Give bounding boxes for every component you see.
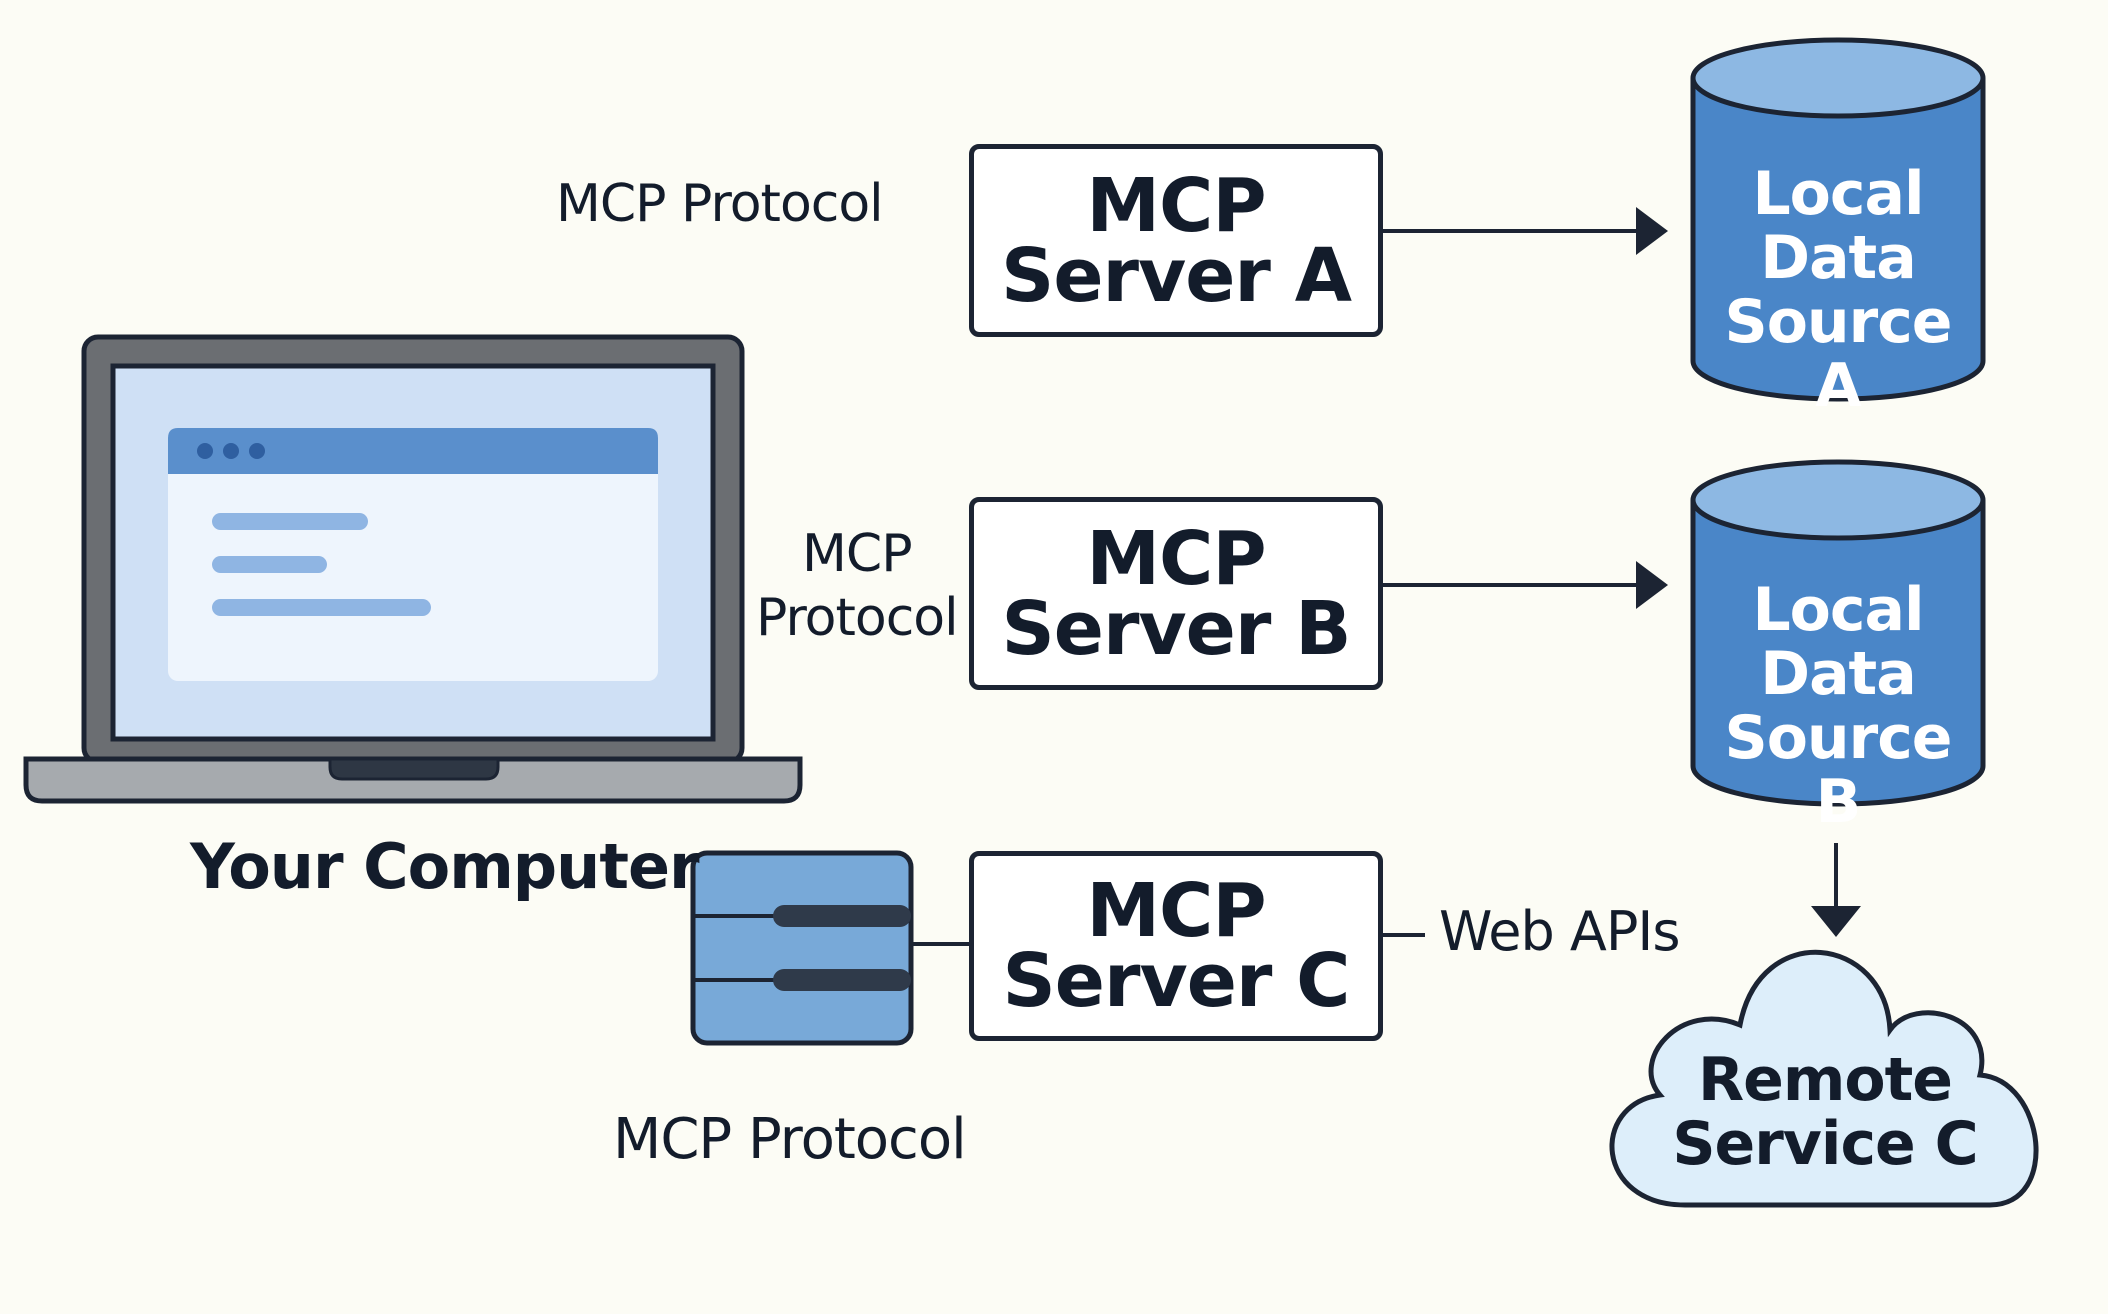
mcp-server-c: MCP Server C <box>969 851 1383 1041</box>
protocol-label-b: MCP Protocol <box>756 522 959 650</box>
data-source-b-line2: Data <box>1760 639 1916 709</box>
arrow-right-icon <box>1636 561 1668 609</box>
cloud-icon <box>1609 949 2039 1208</box>
data-source-b-line3: Source B <box>1724 703 1953 837</box>
protocol-label-b-line1: MCP <box>802 524 913 584</box>
local-data-source-b: Local Data Source B <box>1693 578 1983 834</box>
database-icon <box>1690 37 1986 402</box>
server-rack-icon <box>690 850 914 1046</box>
server-b-line1: MCP <box>1086 515 1266 602</box>
protocol-label-a: MCP Protocol <box>556 174 884 234</box>
mcp-server-b: MCP Server B <box>969 497 1383 690</box>
remote-service-line2: Service C <box>1672 1109 1978 1179</box>
protocol-label-b-line2: Protocol <box>756 588 959 648</box>
arrow-right-icon <box>1636 207 1668 255</box>
web-apis-label: Web APIs <box>1439 900 1680 963</box>
server-c-line2: Server C <box>1002 938 1351 1024</box>
mcp-server-a: MCP Server A <box>969 144 1383 337</box>
remote-service-c: Remote Service C <box>1620 1048 2030 1176</box>
data-source-a-line1: Local <box>1752 159 1924 229</box>
local-data-source-a: Local Data Source A <box>1693 162 1983 418</box>
server-a-line1: MCP <box>1086 162 1266 249</box>
database-icon <box>1690 459 1986 807</box>
data-source-a-line2: Data <box>1760 223 1916 293</box>
data-source-a-line3: Source A <box>1724 287 1953 421</box>
arrow-down-icon <box>1811 906 1861 937</box>
data-source-b-line1: Local <box>1752 575 1924 645</box>
server-b-line2: Server B <box>1001 585 1351 672</box>
server-a-line2: Server A <box>1001 232 1352 319</box>
remote-service-line1: Remote <box>1697 1045 1953 1115</box>
connector-lines <box>911 229 1838 946</box>
protocol-label-c: MCP Protocol <box>613 1107 967 1172</box>
your-computer-label: Your Computer <box>190 830 700 903</box>
browser-window-icon <box>168 428 658 681</box>
server-c-line1: MCP <box>1086 868 1266 954</box>
